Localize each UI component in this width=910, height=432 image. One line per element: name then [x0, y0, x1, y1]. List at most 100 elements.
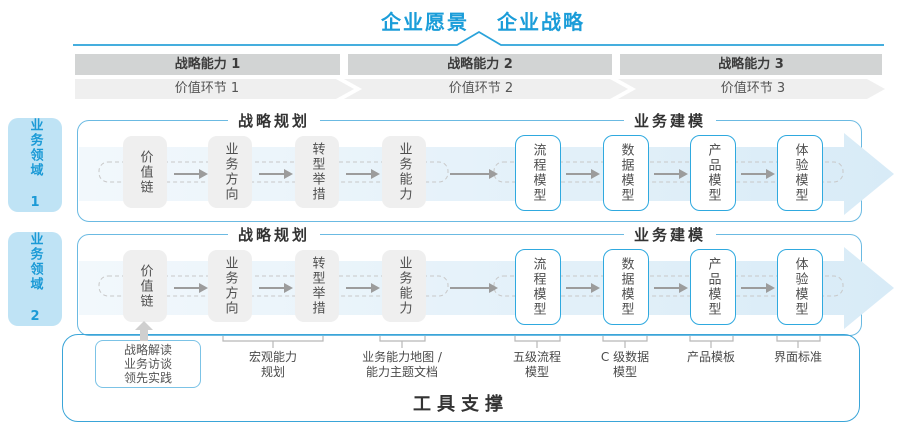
- flow-arrow: [450, 283, 498, 293]
- note-line: 模型: [524, 365, 550, 379]
- note-product-template: 产品模板: [687, 350, 735, 365]
- input-line: 领先实践: [123, 371, 172, 385]
- box-business-capability: 业务能力: [382, 136, 426, 208]
- domain-tab-label: 业务领域 1: [27, 118, 43, 212]
- header-graphics: [73, 30, 885, 99]
- flow-arrow: [259, 283, 293, 293]
- box-value-chain: 价值链: [123, 250, 167, 322]
- value-chain-segment-3: [618, 79, 885, 99]
- note-line: 五级流程: [512, 350, 562, 364]
- box-label: 转型举措: [309, 142, 325, 202]
- flow-arrow: [346, 169, 380, 179]
- box-label: 价值链: [137, 149, 153, 195]
- bracket-data-model: [602, 336, 648, 348]
- box-label: 业务方向: [222, 142, 238, 202]
- dashed-planning-track: [98, 161, 449, 183]
- box-label: 业务能力: [396, 256, 412, 316]
- value-link-label-3: 价值环节 3: [720, 81, 786, 96]
- flow-arrow: [174, 283, 208, 293]
- box-label: 数据模型: [618, 257, 634, 317]
- tool-support-label: 工具支撑: [413, 394, 509, 415]
- planning-section-title: 战略规划: [227, 111, 321, 131]
- note-capability-map-docs: 业务能力地图 / 能力主题文档: [362, 350, 442, 380]
- flow-arrow: [450, 169, 498, 179]
- note-line: 模型: [612, 365, 638, 379]
- planning-section-title: 战略规划: [227, 225, 321, 245]
- box-transformation-initiatives: 转型举措: [295, 250, 339, 322]
- domain-tab-1: 业务领域 1: [8, 118, 62, 212]
- box-label: 价值链: [137, 263, 153, 309]
- flow-arrow: [741, 169, 775, 179]
- bracket-ui-standard: [776, 336, 821, 348]
- box-experience-model: 体验模型: [777, 135, 823, 211]
- box-data-model: 数据模型: [603, 135, 649, 211]
- note-c-level-data-model: C 级数据 模型: [601, 350, 649, 380]
- box-business-direction: 业务方向: [208, 136, 252, 208]
- tool-support-container: 工具支撑: [62, 334, 860, 422]
- flow-arrow: [566, 283, 600, 293]
- note-line: C 级数据: [600, 350, 650, 364]
- up-arrow-icon: [135, 321, 153, 330]
- note-line: 产品模板: [686, 350, 736, 364]
- flow-arrow: [174, 169, 208, 179]
- box-business-direction: 业务方向: [208, 250, 252, 322]
- value-chain-segment-1: [75, 79, 354, 99]
- flow-arrow: [654, 283, 688, 293]
- note-level5-process-model: 五级流程 模型: [513, 350, 561, 380]
- capability-bar-2: 战略能力 2: [348, 54, 612, 75]
- box-data-model: 数据模型: [603, 249, 649, 325]
- flow-arrow: [259, 169, 293, 179]
- note-line: 能力主题文档: [365, 365, 439, 379]
- box-label: 业务方向: [222, 256, 238, 316]
- capability-bar-3: 战略能力 3: [620, 54, 882, 75]
- vision-title: 企业愿景: [381, 10, 469, 34]
- box-process-model: 流程模型: [515, 249, 561, 325]
- strategy-title: 企业战略: [497, 10, 585, 34]
- note-line: 规划: [260, 365, 286, 379]
- box-label: 产品模型: [705, 143, 721, 203]
- value-chain-segment-2: [344, 79, 628, 99]
- note-line: 宏观能力: [248, 350, 298, 364]
- box-label: 转型举措: [309, 256, 325, 316]
- box-label: 产品模型: [705, 257, 721, 317]
- bracket-product-template: [689, 336, 734, 348]
- flow-arrow: [346, 283, 380, 293]
- box-label: 流程模型: [530, 143, 546, 203]
- box-product-model: 产品模型: [690, 135, 736, 211]
- input-line: 业务访谈: [123, 357, 172, 371]
- bracket-process-model: [514, 336, 561, 348]
- box-business-capability: 业务能力: [382, 250, 426, 322]
- flow-arrow: [741, 283, 775, 293]
- value-link-label-1: 价值环节 1: [174, 81, 240, 96]
- capability-bar-1: 战略能力 1: [75, 54, 340, 75]
- business-domain-row-1: 战略规划 业务建模 价值链 业务方向 转型举措 业务能力 流程模型 数据模型 产…: [77, 111, 894, 222]
- domain-tab-label: 业务领域 2: [27, 232, 43, 326]
- business-domain-row-2: 战略规划 业务建模 价值链 业务方向 转型举措 业务能力 流程模型 数据模型 产…: [77, 225, 894, 336]
- up-arrow-shaft: [140, 329, 148, 341]
- modeling-section-title: 业务建模: [623, 225, 717, 245]
- flow-arrow: [566, 169, 600, 179]
- box-label: 业务能力: [396, 142, 412, 202]
- box-label: 体验模型: [792, 257, 808, 317]
- header-titles: 企业愿景 企业战略: [381, 6, 585, 35]
- box-value-chain: 价值链: [123, 136, 167, 208]
- roof-connector-line: [73, 30, 884, 46]
- box-product-model: 产品模型: [690, 249, 736, 325]
- dashed-planning-track: [98, 275, 449, 297]
- box-process-model: 流程模型: [515, 135, 561, 211]
- note-macro-capability-planning: 宏观能力 规划: [249, 350, 297, 380]
- note-line: 界面标准: [773, 350, 823, 364]
- box-label: 数据模型: [618, 143, 634, 203]
- strategy-inputs-box: 战略解读 业务访谈 领先实践: [95, 340, 201, 388]
- input-line: 战略解读: [123, 343, 172, 357]
- modeling-section-title: 业务建模: [623, 111, 717, 131]
- domain-tab-2: 业务领域 2: [8, 232, 62, 326]
- note-ui-standard: 界面标准: [774, 350, 822, 365]
- bracket-capability-map: [379, 336, 426, 348]
- note-line: 业务能力地图 /: [362, 350, 442, 364]
- box-transformation-initiatives: 转型举措: [295, 136, 339, 208]
- value-link-label-2: 价值环节 2: [448, 81, 514, 96]
- bracket-connectors: [222, 336, 821, 348]
- bracket-macro-capability: [222, 336, 324, 348]
